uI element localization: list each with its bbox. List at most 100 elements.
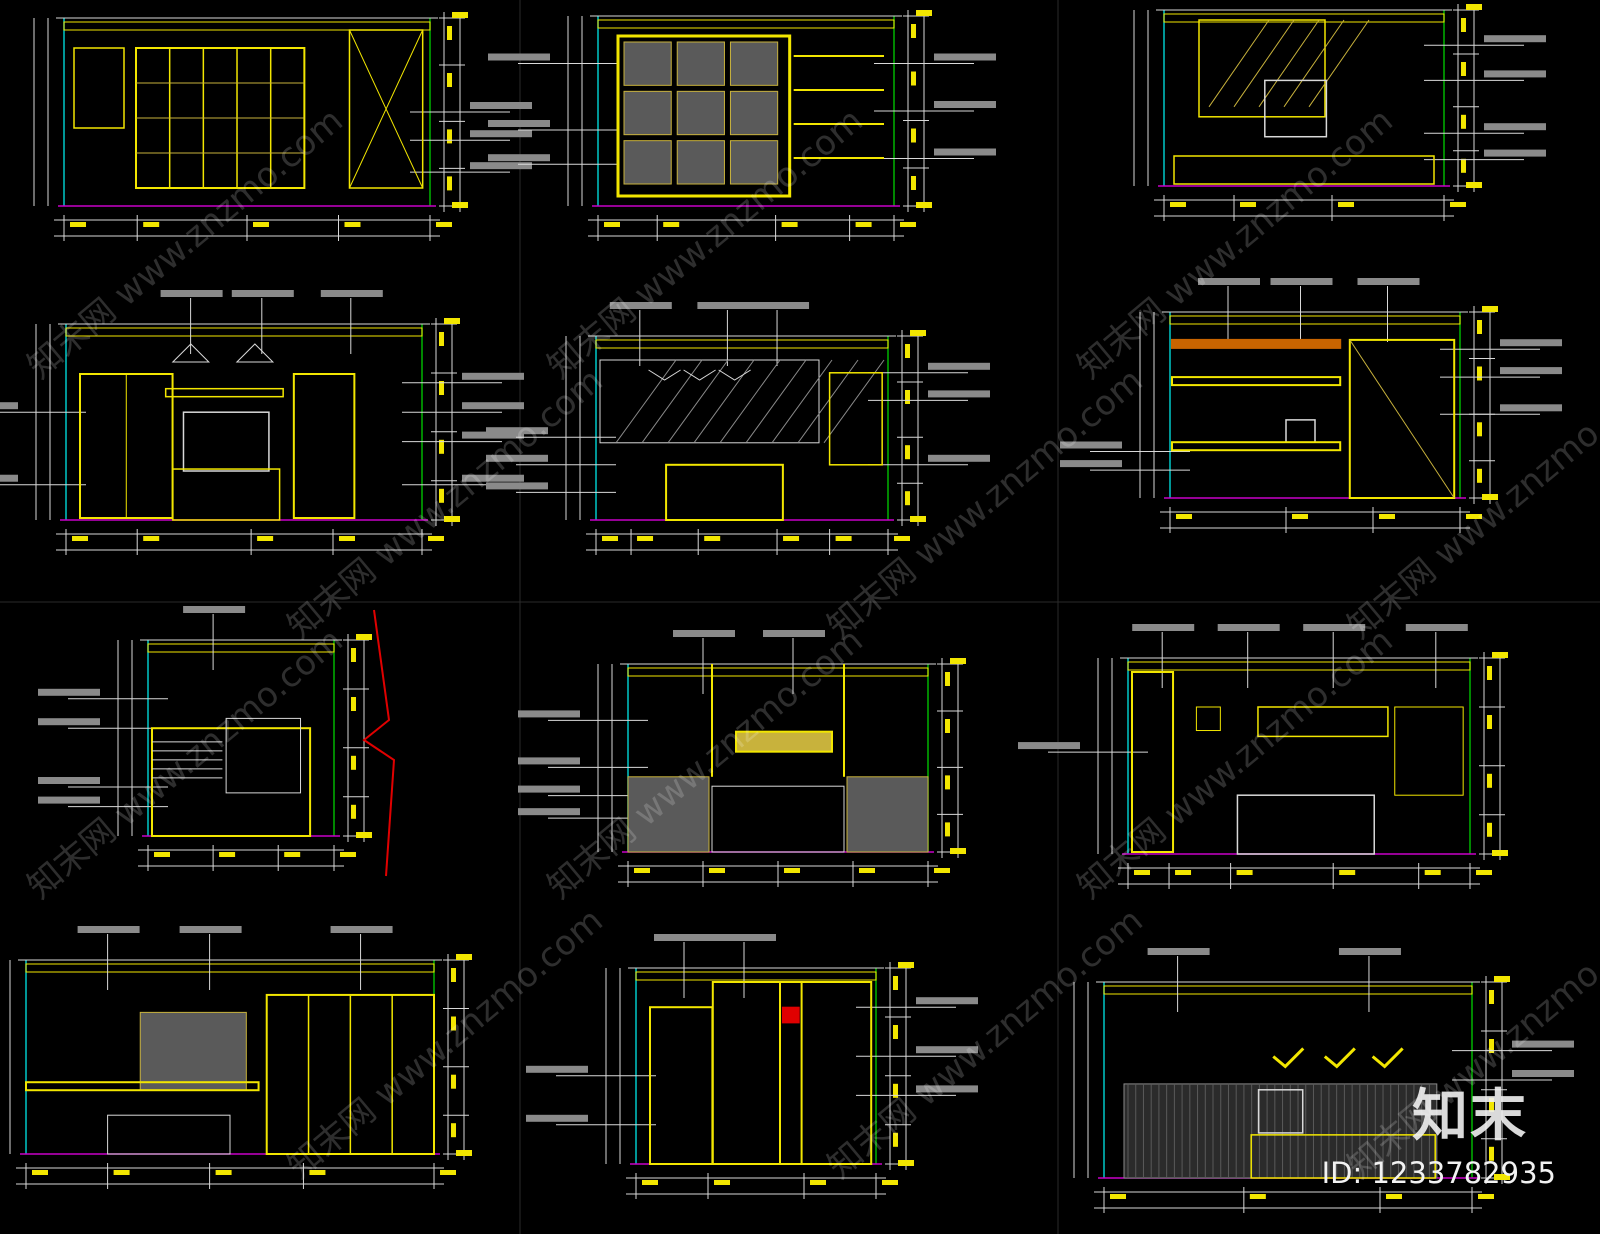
dim-value: [835, 536, 852, 541]
bed-headboard: [711, 785, 845, 853]
red-fixture: [781, 1006, 800, 1024]
dim-value: [340, 852, 356, 857]
callout-label: [609, 302, 672, 309]
dim-value: [1379, 514, 1395, 519]
dim-value: [1477, 366, 1482, 381]
ceiling-band: [147, 643, 335, 653]
callout-label: [462, 402, 524, 410]
level-mark: [444, 516, 460, 522]
dim-value: [905, 344, 910, 358]
callout-label: [1270, 278, 1333, 285]
drawing-panels: [0, 4, 1574, 1213]
dim-value: [945, 719, 950, 733]
dim-value: [1489, 990, 1494, 1004]
level-mark: [1494, 1174, 1510, 1180]
callout-label: [934, 53, 996, 61]
dim-value: [1176, 514, 1192, 519]
mirror-hatch: [1308, 19, 1370, 108]
television: [182, 411, 270, 472]
callout-label: [916, 997, 978, 1005]
mirror-hatch: [1208, 19, 1270, 108]
dim-value: [1338, 202, 1354, 207]
callout-label: [320, 290, 383, 297]
callout-label: [526, 1114, 588, 1122]
dim-value: [709, 868, 725, 873]
ceiling-band: [1163, 13, 1445, 23]
dim-value: [351, 697, 356, 711]
dim-value: [1461, 62, 1466, 76]
dim-value: [637, 536, 654, 541]
television: [1257, 1089, 1304, 1134]
callout-label: [934, 101, 996, 108]
bed-headboard: [665, 463, 784, 521]
dim-value: [1450, 202, 1466, 207]
dim-value: [215, 1170, 232, 1175]
dim-value: [602, 536, 618, 541]
level-mark: [356, 832, 372, 838]
dim-value: [1476, 870, 1492, 875]
level-mark: [950, 658, 966, 664]
dim-value: [113, 1170, 130, 1175]
dim-value: [219, 852, 236, 857]
callout-label: [928, 362, 990, 370]
dim-value: [911, 24, 916, 38]
dim-value: [1461, 114, 1466, 129]
mirror-hatch: [1233, 19, 1295, 108]
callout-label: [714, 934, 776, 941]
tv-cabinet: [1250, 1134, 1436, 1179]
level-mark: [898, 962, 914, 968]
dim-value: [143, 222, 160, 227]
dim-value: [604, 222, 620, 227]
callout-label: [1484, 35, 1546, 43]
dim-value: [1339, 870, 1356, 875]
dim-value: [439, 488, 444, 503]
bedside-art: [225, 717, 302, 794]
level-mark: [452, 202, 468, 208]
door-panel: [676, 41, 725, 86]
dim-value: [900, 222, 916, 227]
dim-value: [32, 1170, 48, 1175]
bed-side: [151, 727, 312, 838]
elevation-sliding-wardrobe: [488, 10, 996, 241]
check-ornament: [1371, 1047, 1404, 1069]
dim-value: [72, 536, 88, 541]
ceiling-band: [1103, 985, 1473, 995]
dim-value: [344, 222, 361, 227]
level-mark: [898, 1160, 914, 1166]
dim-value: [893, 1025, 898, 1039]
dim-value: [905, 491, 910, 506]
callout-label: [1198, 278, 1260, 285]
dim-value: [1249, 1194, 1266, 1199]
callout-label: [1500, 339, 1562, 347]
ceiling-band: [63, 21, 431, 31]
door-panel: [623, 140, 672, 185]
callout-label: [1500, 404, 1562, 412]
dim-value: [714, 1180, 730, 1185]
callout-label: [486, 427, 548, 435]
dim-value: [436, 222, 452, 227]
level-mark: [910, 330, 926, 336]
dim-value: [257, 536, 274, 541]
display-cabinet: [1348, 338, 1456, 499]
dim-value: [1487, 822, 1492, 837]
ceiling-band: [25, 963, 435, 973]
ceiling-band: [65, 327, 423, 337]
sliding-door-frame: [616, 34, 792, 198]
dim-value: [447, 129, 452, 144]
elevation-tv-wall-b: [1073, 948, 1574, 1213]
callout-label: [916, 1085, 978, 1093]
dim-value: [893, 1132, 898, 1147]
callout-label: [1512, 1040, 1574, 1048]
callout-label: [1357, 278, 1420, 285]
dim-value: [284, 852, 301, 857]
dim-value: [911, 128, 916, 143]
cabinet: [711, 981, 873, 1165]
dim-value: [905, 390, 910, 404]
callout-label: [231, 290, 294, 297]
level-mark: [1466, 4, 1482, 10]
elevation-wardrobe-hallway: [33, 12, 532, 241]
wall-art: [828, 372, 883, 466]
dim-value: [894, 536, 910, 541]
mirror-hatch: [641, 359, 703, 444]
callout-label: [654, 934, 716, 941]
